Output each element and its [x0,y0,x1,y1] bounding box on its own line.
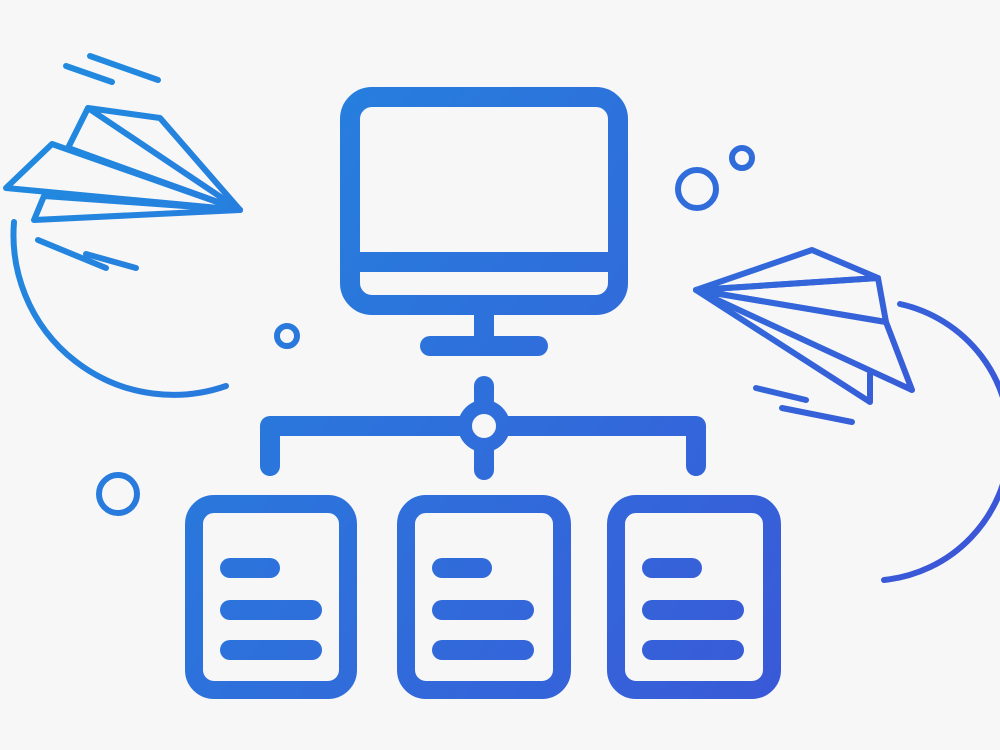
paper-plane-icon [3,105,243,223]
document-frame [397,495,571,699]
document-icon [607,495,781,699]
hub-node [458,400,510,452]
motion-line [63,63,115,85]
document-icon [185,495,357,699]
motion-line [87,53,161,83]
bubble-circle [729,145,755,171]
motion-line [35,237,109,271]
monitor-screen [340,87,628,315]
document-frame [607,495,781,699]
bubble-circle [274,323,300,349]
bubble-circle [96,472,140,516]
plane-body [31,193,243,223]
network-hub-icon [260,376,706,480]
motion-lines [35,53,161,271]
monitor-icon [340,87,628,356]
motion-line [779,405,855,425]
document-icon [397,495,571,699]
plane-fold [65,105,243,213]
plane-wing-back [693,287,915,393]
motion-line [753,385,809,403]
bubble-circle [675,167,719,211]
plane-body [693,287,873,405]
orbit-arc-right [881,301,1000,583]
motion-lines [753,385,855,425]
paper-plane-icon [693,247,915,405]
motion-line [83,251,139,271]
orbit-arc-left [10,219,229,398]
document-frame [185,495,357,699]
